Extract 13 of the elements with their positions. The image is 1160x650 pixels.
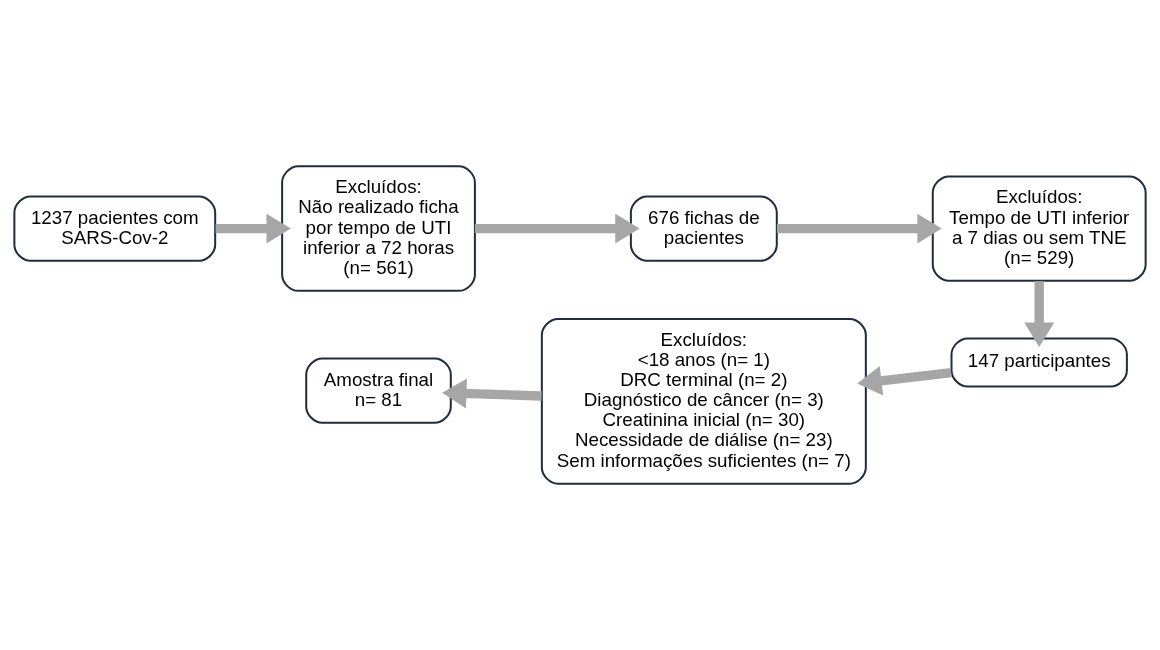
node-box: 676 fichas de pacientes — [629, 195, 778, 262]
node-box: Excluídos: <18 anos (n= 1) DRC terminal (n= 2) Diagnóstico de câncer (n= 3) Creatinina inicial (n= 30) Necessidade de diálise (n= 23) Sem informações suficientes (n= 7) — [540, 317, 867, 485]
arrow — [215, 213, 291, 244]
arrow — [442, 378, 542, 409]
arrow — [1024, 281, 1055, 347]
arrow — [776, 213, 942, 244]
arrow — [474, 213, 640, 244]
node-box: Amostra final n= 81 — [305, 357, 452, 424]
node-box: 147 participantes — [950, 337, 1128, 388]
arrow — [857, 365, 952, 396]
node-box: Excluídos: Não realizado ficha por tempo de UTI inferior a 72 horas (n= 561) — [281, 165, 476, 292]
node-box: 1237 pacientes com SARS-Cov-2 — [13, 195, 217, 262]
node-box: Excluídos: Tempo de UTI inferior a 7 dias ou sem TNE (n= 529) — [931, 175, 1147, 282]
